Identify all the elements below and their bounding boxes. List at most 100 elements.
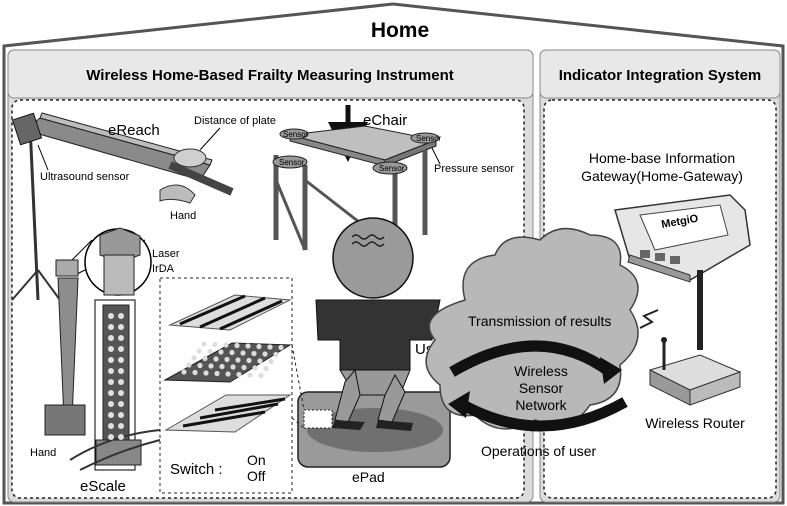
right-panel-header: Indicator Integration System — [559, 67, 762, 84]
led-dot — [108, 335, 114, 341]
pad-dot — [218, 349, 224, 355]
irda-label: IrDA — [152, 263, 175, 275]
led-dot — [118, 324, 124, 330]
laser-label: Laser — [152, 248, 180, 260]
escale-hand-label: Hand — [30, 447, 56, 459]
pad-dot — [236, 371, 242, 378]
pad-dot — [207, 348, 213, 355]
wireless-router — [639, 309, 742, 406]
led-dot — [108, 434, 114, 440]
pad-dot — [246, 357, 252, 364]
pad-dot — [213, 356, 219, 362]
pad-dot — [192, 369, 198, 376]
led-dot — [118, 346, 124, 352]
pad-dot — [258, 372, 264, 379]
led-dot — [108, 368, 114, 374]
operations-label: Operations of user — [481, 443, 597, 459]
switch-label: Switch : — [170, 461, 223, 478]
home-gateway-device — [614, 194, 751, 283]
echair-label: eChair — [363, 112, 407, 129]
pad-dot — [230, 364, 236, 370]
ereach-hand-label: Hand — [170, 210, 196, 222]
distance-pointer — [199, 127, 221, 151]
switch-on-label: On — [247, 452, 266, 468]
pad-dot — [203, 370, 209, 376]
network-cloud — [425, 227, 639, 430]
led-dot — [118, 335, 124, 341]
led-dot — [108, 423, 114, 429]
pad-dot — [263, 365, 269, 372]
pad-dot — [223, 342, 229, 348]
pad-dot — [252, 365, 258, 371]
distance-of-plate-label: Distance of plate — [194, 115, 276, 127]
transmission-label: Transmission of results — [468, 313, 611, 329]
pad-dot — [245, 343, 251, 349]
pad-dot — [186, 362, 192, 368]
pad-dot — [229, 349, 235, 356]
epad-label: ePad — [352, 469, 385, 485]
pad-dot — [219, 363, 225, 370]
pressure-pointer — [431, 147, 441, 165]
ultrasound-sensor-label: Ultrasound sensor — [40, 171, 130, 183]
led-dot — [118, 368, 124, 374]
gateway-label-2: Gateway(Home-Gateway) — [581, 168, 743, 184]
pad-dot — [234, 342, 240, 349]
led-dot — [108, 401, 114, 407]
pad-dot — [257, 358, 263, 364]
epad-detail-box — [159, 277, 293, 494]
chair-sensor-label-4: Sensor — [416, 134, 442, 143]
led-dot — [108, 313, 114, 319]
pad-dot — [267, 344, 273, 350]
network-line-3: Network — [515, 397, 567, 413]
pad-dot — [251, 350, 257, 357]
escale-led-column — [108, 313, 124, 440]
epad-platform — [291, 344, 451, 468]
escale-device — [44, 227, 161, 471]
pad-dot — [191, 355, 197, 361]
pad-dot — [278, 344, 284, 351]
led-dot — [108, 379, 114, 385]
echair-device — [272, 105, 440, 252]
ereach-label: eReach — [108, 122, 160, 139]
led-dot — [108, 390, 114, 396]
network-line-2: Sensor — [519, 380, 564, 396]
led-dot — [118, 390, 124, 396]
pressure-sensor-label: Pressure sensor — [434, 163, 514, 175]
pad-dot — [273, 351, 279, 358]
home-title: Home — [371, 19, 429, 42]
user-figure — [315, 217, 441, 431]
gateway-label-1: Home-base Information — [589, 150, 735, 166]
ultrasound-pointer — [37, 144, 49, 171]
led-dot — [118, 434, 124, 440]
led-dot — [118, 313, 124, 319]
ereach-device — [11, 112, 234, 301]
led-dot — [118, 412, 124, 418]
pad-dot — [235, 357, 241, 363]
led-dot — [108, 357, 114, 363]
router-label: Wireless Router — [645, 415, 745, 431]
pad-dot — [208, 363, 214, 369]
pad-dot — [225, 371, 231, 377]
pad-dot — [241, 364, 247, 371]
escale-label: eScale — [80, 478, 126, 495]
pad-dot — [256, 343, 262, 350]
pad-dot — [197, 362, 203, 369]
left-panel-header: Wireless Home-Based Frailty Measuring In… — [86, 67, 453, 84]
led-dot — [108, 324, 114, 330]
pad-dot — [181, 369, 187, 375]
epad-dot-grid — [181, 341, 284, 379]
pad-dot — [202, 355, 208, 362]
led-dot — [118, 357, 124, 363]
led-dot — [118, 379, 124, 385]
transmission-arrow — [449, 340, 622, 384]
chair-sensor-label-1: Sensor — [279, 158, 305, 167]
chair-sensor-label-2: Sensor — [379, 164, 405, 173]
led-dot — [118, 401, 124, 407]
operations-arrow — [448, 391, 628, 432]
pad-dot — [196, 348, 202, 354]
pad-dot — [247, 372, 253, 378]
switch-off-label: Off — [247, 468, 266, 484]
led-dot — [108, 412, 114, 418]
pad-dot — [262, 351, 268, 357]
